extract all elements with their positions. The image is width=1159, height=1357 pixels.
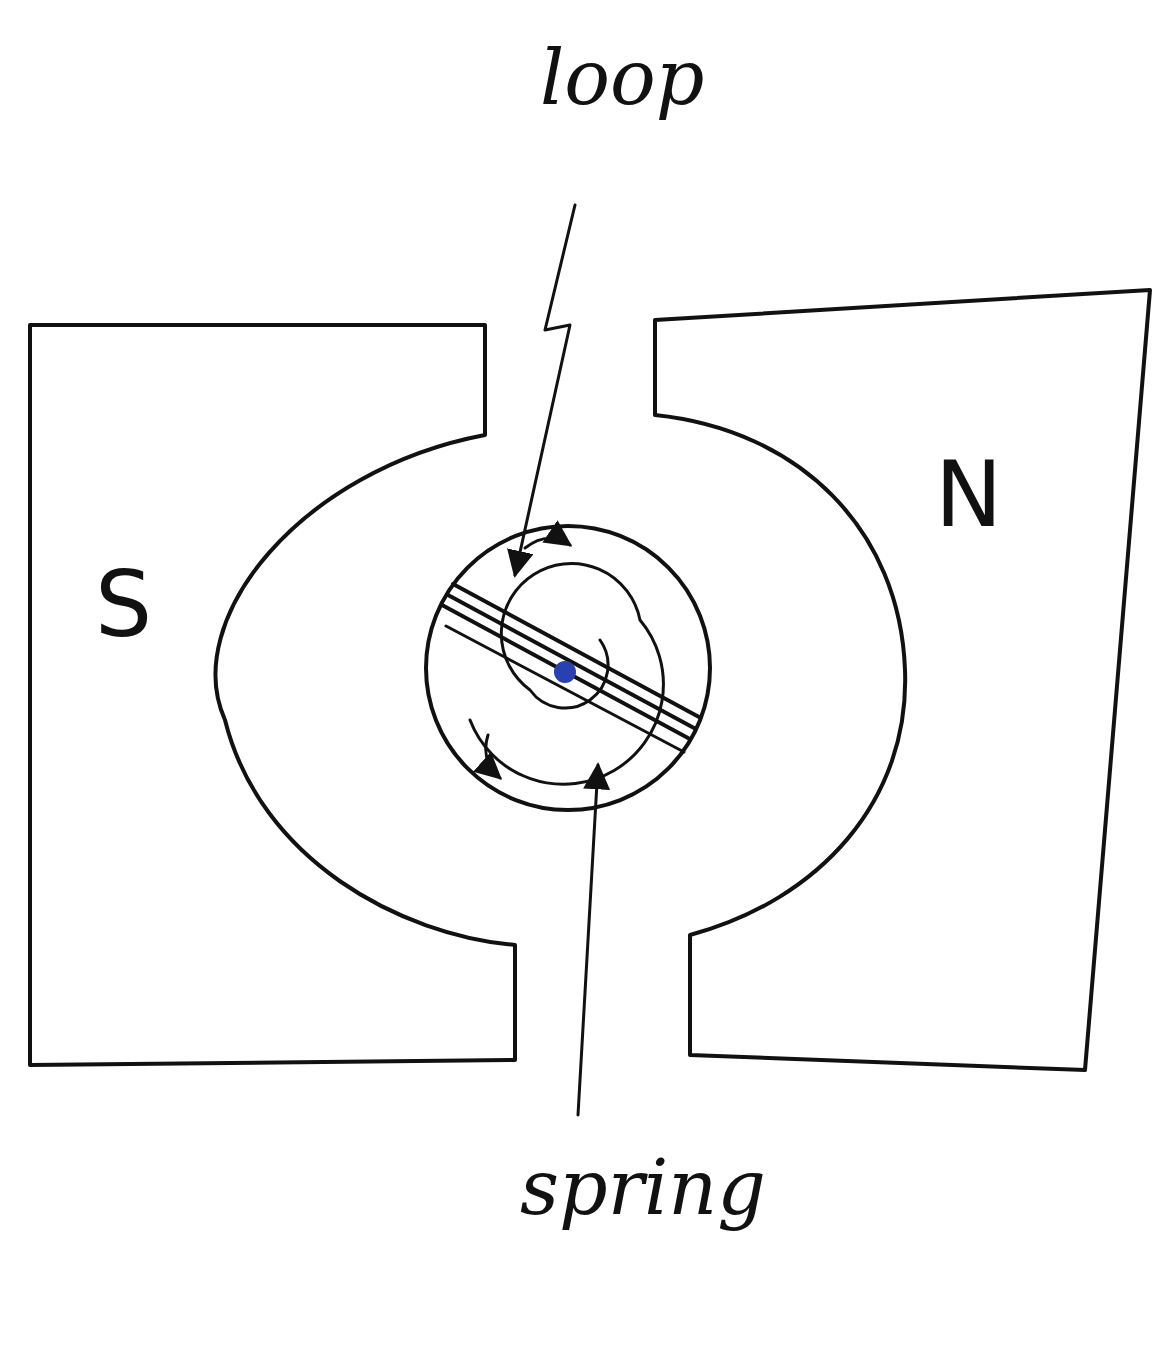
magnet-pole: S bbox=[25, 290, 525, 1080]
pole-letter: S bbox=[95, 560, 152, 650]
coil-wire bbox=[448, 595, 694, 728]
part-label: loop bbox=[540, 40, 704, 116]
rotation-arrow bbox=[525, 538, 570, 548]
coil-wire bbox=[442, 605, 688, 738]
magnet-outline bbox=[640, 280, 1155, 1080]
part-label: spring bbox=[520, 1150, 766, 1226]
soft-iron-core bbox=[426, 526, 710, 810]
magnet-outline bbox=[25, 290, 525, 1080]
leader-line bbox=[578, 765, 598, 1115]
magnet-outline bbox=[655, 290, 1150, 1070]
magnet-pole: N bbox=[640, 280, 1155, 1080]
coil-wire bbox=[446, 626, 684, 752]
spiral-spring bbox=[470, 563, 663, 784]
leader-line bbox=[515, 205, 575, 575]
rotation-arrow bbox=[486, 735, 500, 778]
pole-letter: N bbox=[935, 450, 1002, 540]
pivot-dot bbox=[554, 661, 576, 683]
magnet-outline bbox=[30, 325, 515, 1065]
